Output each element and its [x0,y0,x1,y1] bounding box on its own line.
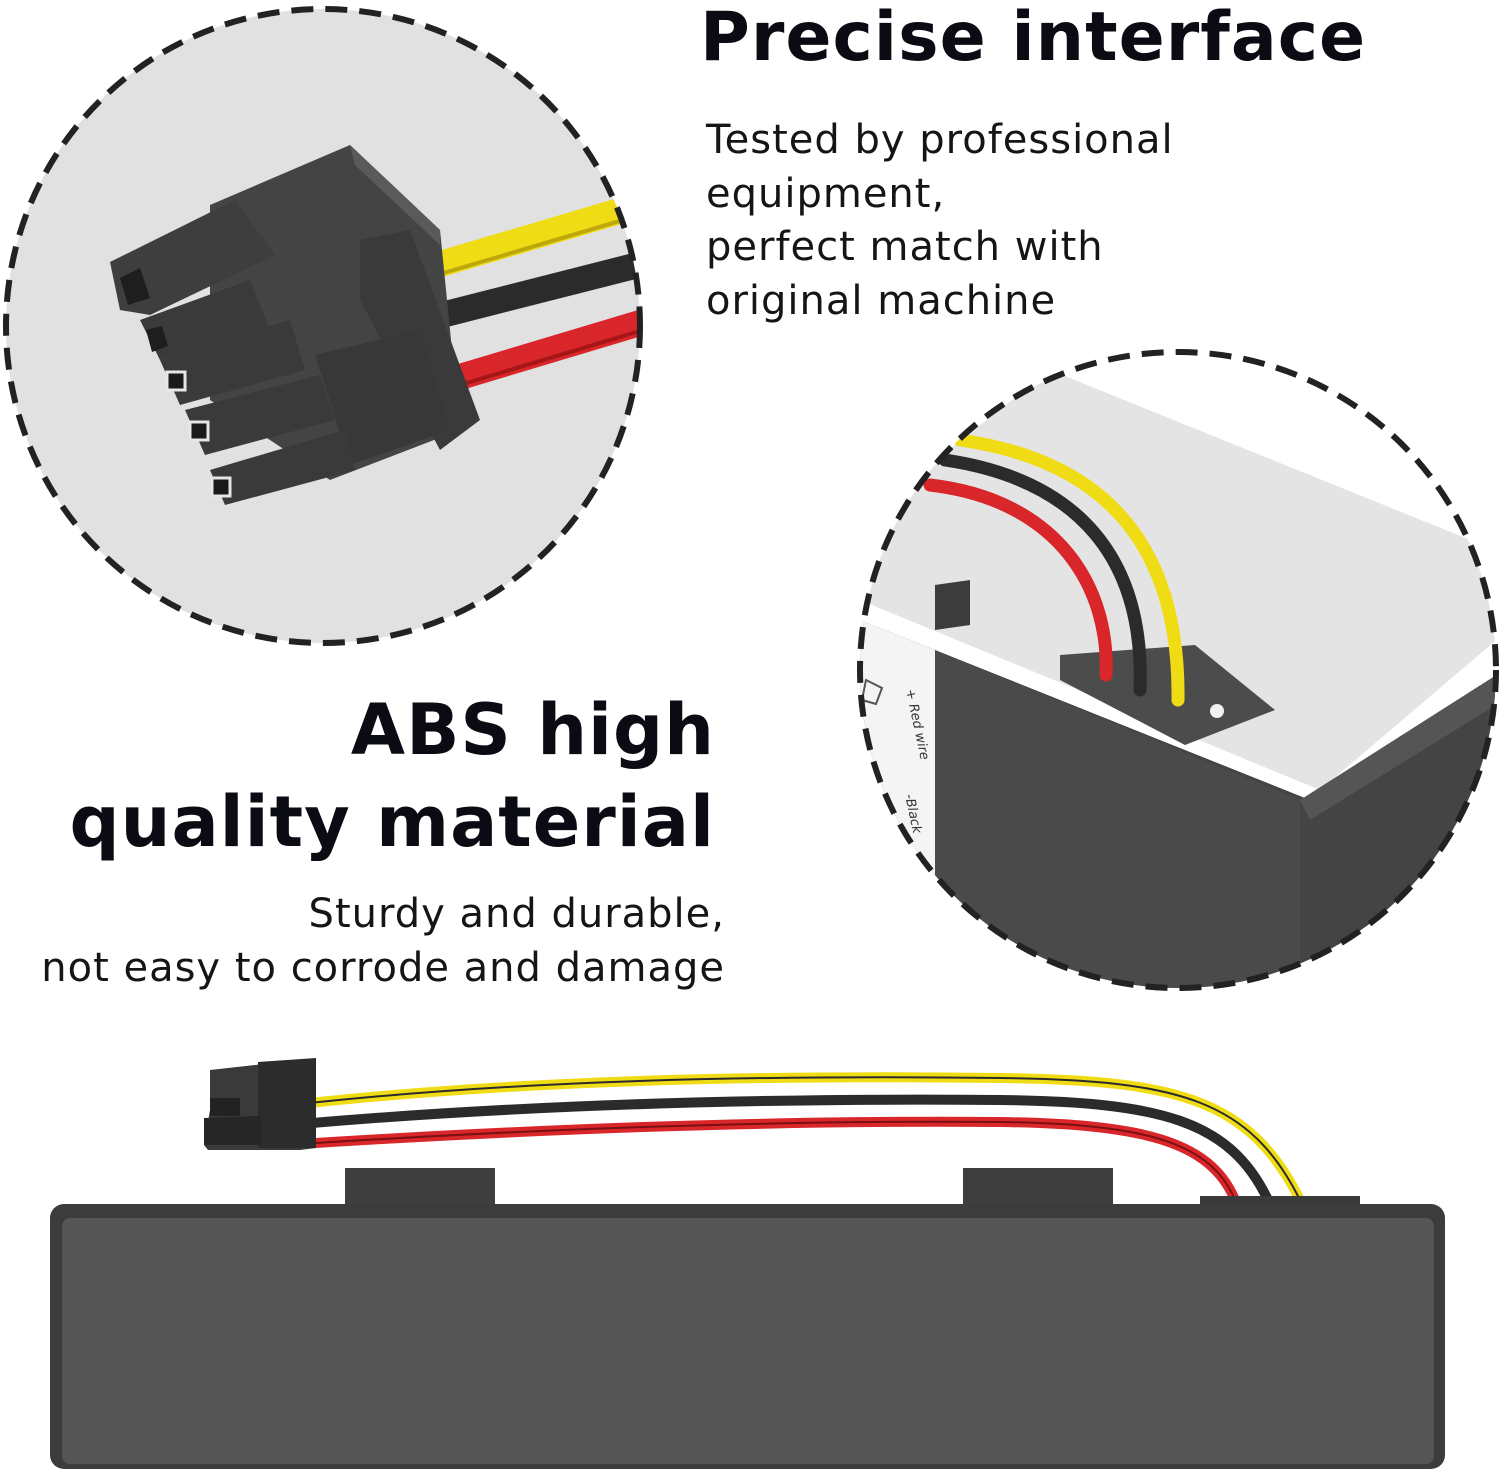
material-title-line: ABS high [350,689,715,771]
interface-title: Precise interface [700,0,1367,77]
interface-description-line: equipment, [706,170,946,217]
material-description: Sturdy and durable, not easy to corrode … [41,888,725,995]
battery-pack-illustration [50,1058,1445,1469]
connector-icon [110,145,480,505]
interface-description-line: perfect match with [706,224,1104,270]
interface-description-line: original machine [706,277,1057,324]
interface-description: Tested by professional equipment, perfec… [706,114,1174,328]
connector-zoom-circle [3,6,643,646]
battery-wires [299,1072,1305,1203]
interface-description-line: Tested by professional [706,117,1174,163]
material-title: ABS high quality material [70,684,716,868]
battery-connector-icon [204,1058,316,1150]
material-description-line: Sturdy and durable, [308,891,725,937]
material-title-line: quality material [69,781,715,863]
battery-top-wires [923,433,1185,707]
recycle-icon [860,678,884,706]
connector-wires [416,192,640,393]
material-description-line: not easy to corrode and damage [41,944,725,991]
battery-top-zoom-circle: + Red wire -Black [857,349,1499,991]
